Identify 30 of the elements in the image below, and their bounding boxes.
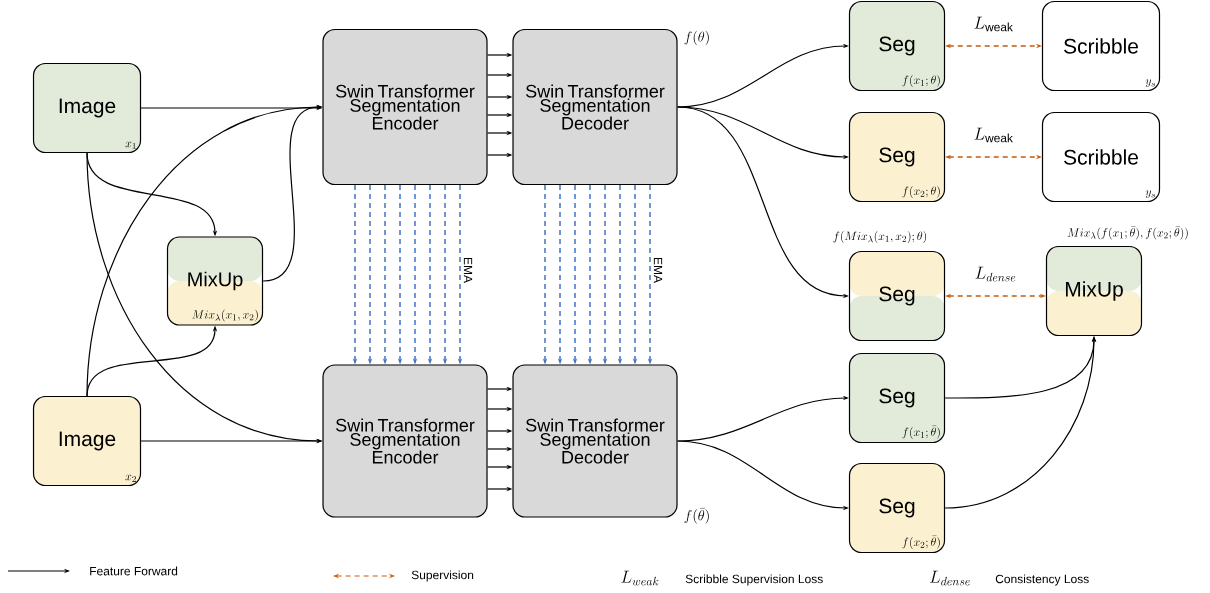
process-box: Seg $f(x_2;\theta)$ <box>848 111 946 203</box>
output-label: $f(\bar{\theta})$ <box>684 507 709 524</box>
output-label: $Mix_\lambda(f(x_1;\bar{\theta}),f(x_2;\bar{\theta}))$ <box>1067 226 1188 240</box>
legend-text: Supervision <box>411 570 474 582</box>
edge-label: $L_{dense}$ <box>975 266 1016 282</box>
process-box: Seg $f(x_2;\bar{\theta})$ <box>848 462 946 554</box>
output-label: $f(Mix_\lambda(x_1,x_2);\theta)$ <box>833 231 927 243</box>
process-box: Scribble $y_s$ <box>1041 0 1161 92</box>
loss-symbol: $L_{weak}$ <box>621 570 659 586</box>
legend-text: Feature Forward <box>90 566 178 576</box>
process-box: Swin Transformer Segmentation Decoder <box>512 364 678 518</box>
rotated-label: EMA <box>653 258 663 283</box>
process-box: Swin Transformer Segmentation Encoder <box>322 364 488 518</box>
process-box: Swin Transformer Segmentation Encoder <box>322 28 488 186</box>
rotated-label: EMA <box>463 258 473 283</box>
process-box: Scribble $y_s$ <box>1041 111 1161 203</box>
edge-label: $L_{\mathrm{weak}}$ <box>974 16 1013 32</box>
legend-text: Scribble Supervision Loss <box>685 574 823 586</box>
output-label: $f(\theta)$ <box>684 30 709 46</box>
legend-text: Consistency Loss <box>995 574 1089 586</box>
process-box: Swin Transformer Segmentation Decoder <box>512 28 678 186</box>
process-box: Seg $f(x_1;\bar{\theta})$ <box>848 352 946 444</box>
edge-label: $L_{\mathrm{weak}}$ <box>974 127 1013 143</box>
process-box: Image $x_2$ <box>32 395 142 487</box>
process-box: Seg <box>848 250 946 342</box>
process-box: Seg $f(x_1;\theta)$ <box>848 0 946 92</box>
process-box: MixUp $Mix_\lambda(x_1,x_2)$ <box>166 236 264 326</box>
loss-symbol: $L_{dense}$ <box>930 570 970 586</box>
process-box: Image $x_1$ <box>32 62 142 154</box>
process-box: MixUp <box>1045 245 1143 337</box>
